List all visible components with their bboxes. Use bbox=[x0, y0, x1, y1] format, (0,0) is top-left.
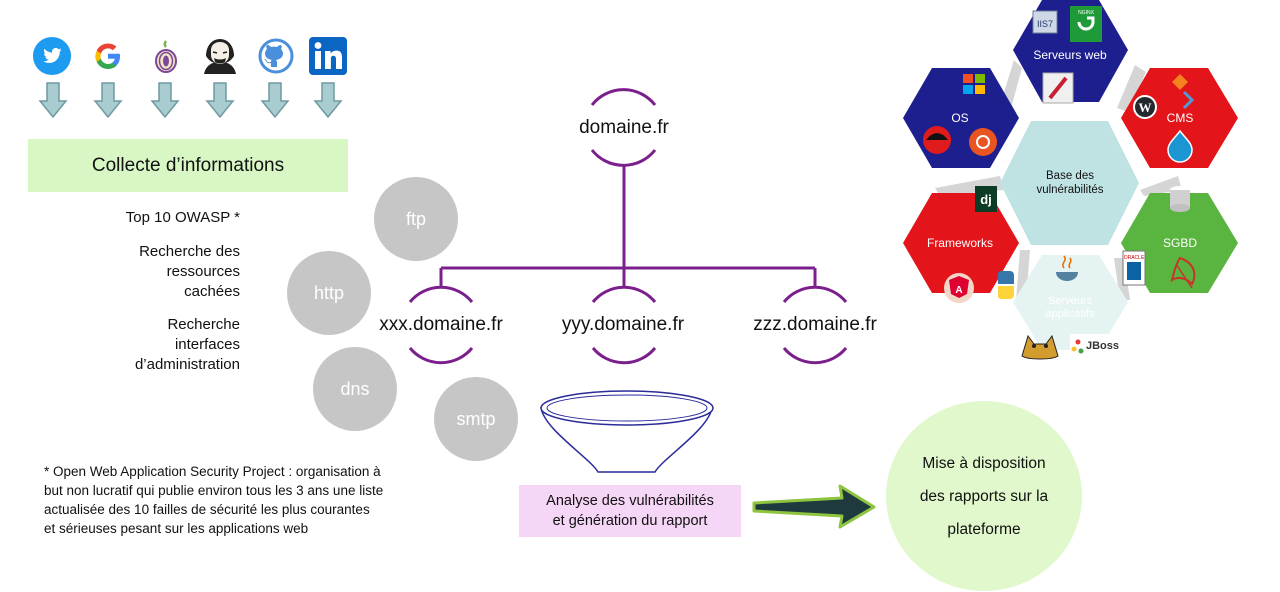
footnote-line: actualisée des 10 failles de sécurité le… bbox=[44, 502, 370, 517]
ubuntu-icon bbox=[969, 128, 997, 156]
arc bbox=[782, 347, 848, 365]
protocol-http: http bbox=[287, 251, 371, 335]
collect-label: Collecte d’informations bbox=[91, 154, 285, 176]
protocol-smtp: smtp bbox=[434, 377, 518, 461]
django-icon: dj bbox=[975, 186, 997, 212]
hex-app-label: applicatifs bbox=[1046, 308, 1095, 320]
nginx-icon: NGINX bbox=[1070, 6, 1102, 42]
protocol-dns: dns bbox=[313, 347, 397, 431]
hex-center-label: vulnérabilités bbox=[1036, 184, 1103, 196]
publish-line: plateforme bbox=[947, 520, 1021, 538]
protocol-label: http bbox=[313, 282, 345, 303]
analyse-line: Analyse des vulnérabilités bbox=[546, 493, 714, 509]
resources-line: cachées bbox=[184, 283, 240, 300]
protocol-label: ftp bbox=[405, 208, 426, 229]
svg-text:IIS7: IIS7 bbox=[1037, 19, 1053, 29]
linkedin-icon bbox=[308, 36, 348, 76]
tor-icon bbox=[146, 36, 186, 76]
svg-text:A: A bbox=[955, 285, 962, 296]
hex-cms bbox=[1121, 68, 1238, 168]
resources-line: Recherche des bbox=[139, 243, 240, 260]
down-arrow-icon bbox=[150, 82, 180, 118]
svg-text:NGINX: NGINX bbox=[1078, 10, 1095, 16]
apache-icon bbox=[1042, 72, 1074, 104]
hex-cms-label: CMS bbox=[1167, 111, 1194, 125]
hex-app-label: Serveurs bbox=[1048, 295, 1093, 307]
protocol-label: smtp bbox=[456, 408, 496, 429]
hex-frameworks-label: Frameworks bbox=[927, 236, 993, 250]
iis-icon: IIS7 bbox=[1032, 10, 1058, 34]
arrow-icon bbox=[752, 484, 876, 529]
hex-frameworks bbox=[903, 193, 1019, 293]
down-arrow-icon bbox=[205, 82, 235, 118]
hex-center bbox=[1000, 121, 1139, 245]
sub-domain: yyy.domaine.fr bbox=[561, 314, 685, 335]
drupal-icon bbox=[1167, 129, 1193, 163]
owasp-label: Top 10 OWASP * bbox=[125, 209, 240, 226]
database-icon bbox=[1170, 186, 1190, 212]
redhat-icon bbox=[923, 126, 951, 154]
down-arrow-icon bbox=[38, 82, 68, 118]
arc bbox=[591, 285, 657, 303]
svg-text:dj: dj bbox=[980, 192, 992, 207]
github-icon bbox=[256, 36, 296, 76]
analyse-box: Analyse des vulnérabilités et génération… bbox=[519, 485, 741, 537]
anonymous-icon bbox=[200, 36, 240, 76]
admin-line: d’administration bbox=[134, 356, 240, 373]
down-arrow-icon bbox=[93, 82, 123, 118]
twitter-icon bbox=[32, 36, 72, 76]
arc bbox=[408, 285, 474, 303]
hex-sgbd bbox=[1121, 193, 1238, 293]
svg-text:W: W bbox=[1139, 100, 1152, 115]
footnote-line: * Open Web Application Security Project … bbox=[44, 464, 381, 479]
google-icon bbox=[88, 36, 128, 76]
protocol-label: dns bbox=[340, 378, 370, 399]
java-icon bbox=[1056, 255, 1078, 281]
hex-sgbd-label: SGBD bbox=[1163, 236, 1197, 250]
down-arrow-icon bbox=[313, 82, 343, 118]
hex-app-servers bbox=[1013, 255, 1128, 350]
down-arrow-icon bbox=[260, 82, 290, 118]
publish-circle: Mise à disposition des rapports sur la p… bbox=[886, 401, 1082, 591]
python-icon bbox=[997, 271, 1014, 299]
footnote: * Open Web Application Security Project … bbox=[44, 462, 424, 538]
svg-text:ORACLE: ORACLE bbox=[1124, 255, 1145, 261]
angular-icon: A bbox=[944, 273, 974, 303]
analyse-line: et génération du rapport bbox=[552, 513, 708, 529]
jboss-icon: JBoss bbox=[1070, 334, 1119, 356]
footnote-line: et sérieuses pesant sur les applications… bbox=[44, 521, 309, 536]
svg-text:JBoss: JBoss bbox=[1086, 340, 1119, 352]
resources-line: ressources bbox=[166, 263, 240, 280]
sub-domain: zzz.domaine.fr bbox=[753, 314, 877, 335]
arc bbox=[590, 88, 657, 106]
oracle-icon: ORACLE bbox=[1122, 250, 1146, 286]
admin-label: Recherche interfaces d’administration bbox=[60, 315, 240, 375]
sub-domain: xxx.domaine.fr bbox=[379, 314, 503, 335]
admin-line: interfaces bbox=[174, 336, 240, 353]
collect-box: Collecte d’informations bbox=[28, 139, 348, 192]
windows-icon bbox=[963, 74, 985, 94]
arc bbox=[591, 347, 657, 365]
resources-label: Recherche des ressources cachées bbox=[60, 242, 240, 302]
joomla-icon bbox=[1172, 74, 1195, 110]
root-domain: domaine.fr bbox=[579, 117, 669, 138]
wordpress-icon: W bbox=[1133, 95, 1157, 119]
footnote-line: but non lucratif qui publie environ tous… bbox=[44, 483, 384, 498]
arc bbox=[408, 347, 474, 365]
admin-line: Recherche bbox=[167, 316, 240, 333]
funnel-icon bbox=[540, 390, 714, 473]
tomcat-icon bbox=[1021, 334, 1059, 360]
hex-center-label: Base des bbox=[1046, 170, 1094, 182]
hex-os-label: OS bbox=[951, 111, 968, 125]
sql-server-icon bbox=[1170, 256, 1196, 289]
publish-line: Mise à disposition bbox=[922, 454, 1046, 472]
hex-web-label: Serveurs web bbox=[1033, 48, 1107, 62]
publish-line: des rapports sur la bbox=[919, 487, 1049, 505]
arc bbox=[782, 285, 848, 303]
protocol-ftp: ftp bbox=[374, 177, 458, 261]
